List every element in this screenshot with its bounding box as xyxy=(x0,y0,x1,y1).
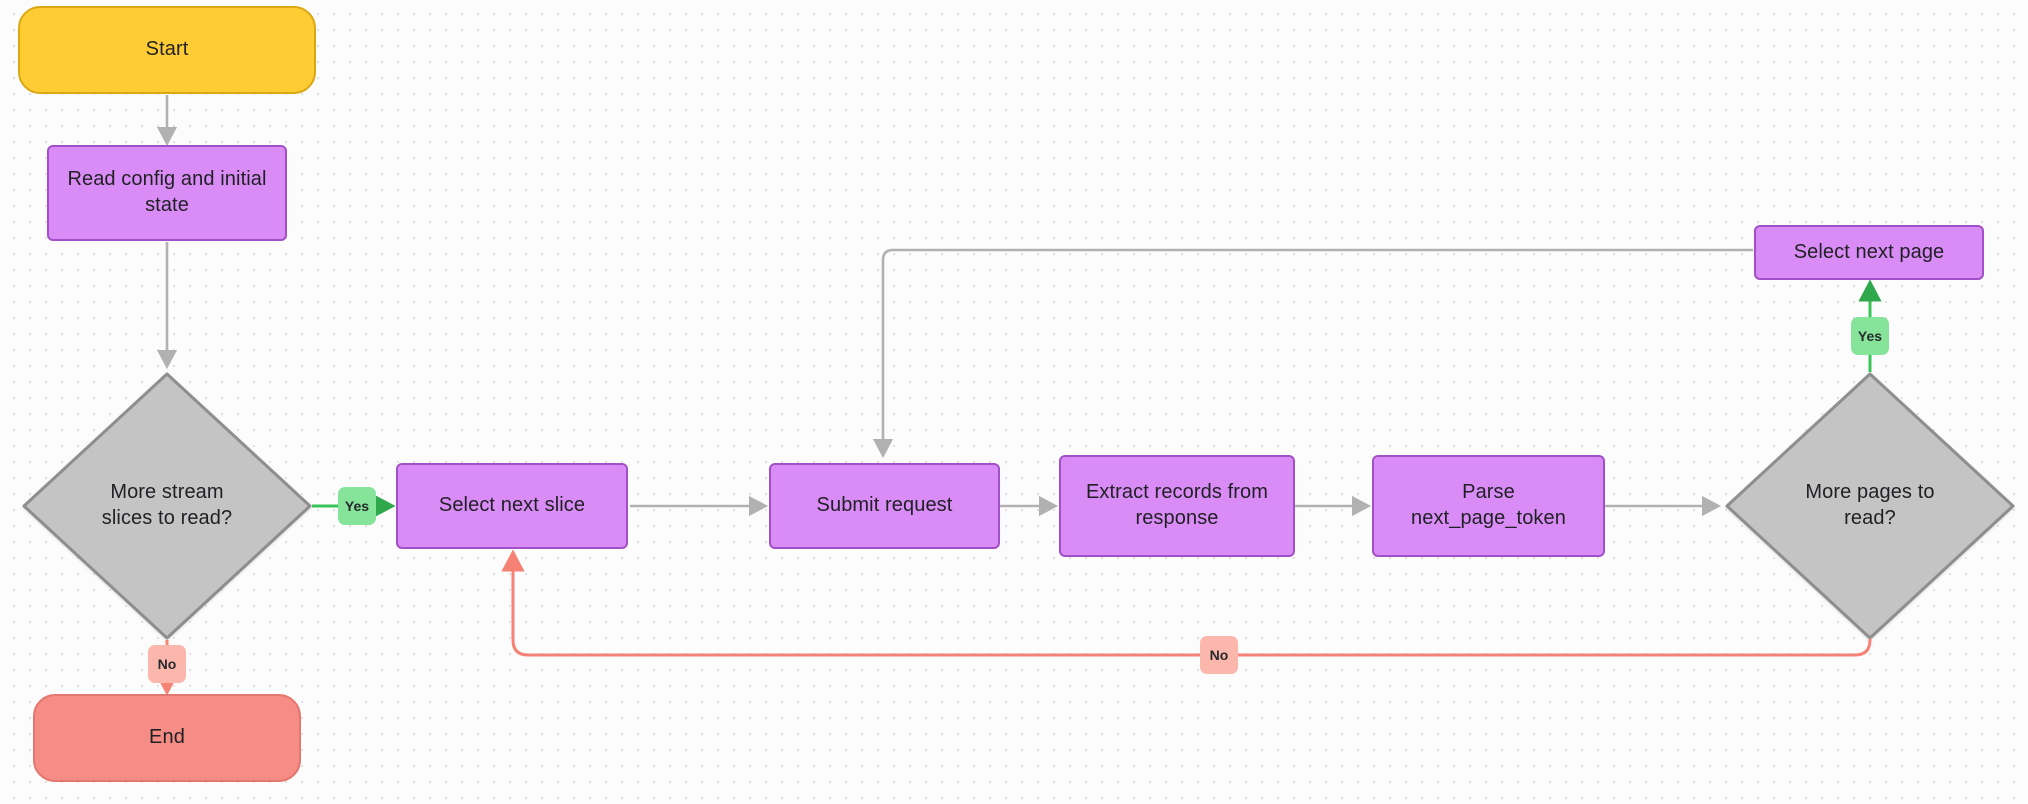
node-extract-records[interactable]: Extract records from response xyxy=(1059,455,1295,557)
node-end[interactable]: End xyxy=(33,694,301,782)
node-parse-next-page-token[interactable]: Parse next_page_token xyxy=(1372,455,1605,557)
node-submit-request-label: Submit request xyxy=(816,494,953,517)
node-submit-request[interactable]: Submit request xyxy=(769,463,1000,549)
edge-select-page-to-submit-request-loop xyxy=(872,248,1754,459)
node-more-stream-slices-label: More stream slices to read? xyxy=(101,481,233,529)
node-parse-next-page-token-label: Parse next_page_token xyxy=(1411,481,1566,529)
node-select-next-page-label: Select next page xyxy=(1793,240,1945,263)
node-start-label: Start xyxy=(145,38,189,61)
edge-label-more-slices-yes: Yes xyxy=(338,487,376,525)
node-select-next-page[interactable]: Select next page xyxy=(1754,225,1984,280)
edge-label-more-pages-no: No xyxy=(1200,636,1238,674)
edge-label-more-slices-no: No xyxy=(148,645,186,683)
node-read-config-label: Read config and initial state xyxy=(67,168,267,216)
edge-label-more-slices-yes-text: Yes xyxy=(344,498,370,514)
node-more-stream-slices[interactable]: More stream slices to read? xyxy=(24,374,310,638)
node-select-next-slice[interactable]: Select next slice xyxy=(396,463,628,549)
edge-label-more-pages-yes: Yes xyxy=(1851,317,1889,355)
node-start[interactable]: Start xyxy=(18,6,316,94)
node-end-label: End xyxy=(149,726,185,749)
edge-more-pages-no-to-select-slice-loop xyxy=(501,549,1872,657)
edge-label-more-pages-yes-text: Yes xyxy=(1857,328,1883,344)
node-more-pages[interactable]: More pages to read? xyxy=(1727,374,2013,638)
node-more-pages-label: More pages to read? xyxy=(1805,481,1935,529)
node-extract-records-label: Extract records from response xyxy=(1085,481,1269,529)
edge-label-more-slices-no-text: No xyxy=(157,656,177,672)
node-select-next-slice-label: Select next slice xyxy=(438,494,586,517)
node-read-config[interactable]: Read config and initial state xyxy=(47,145,287,241)
edge-label-more-pages-no-text: No xyxy=(1209,647,1229,663)
